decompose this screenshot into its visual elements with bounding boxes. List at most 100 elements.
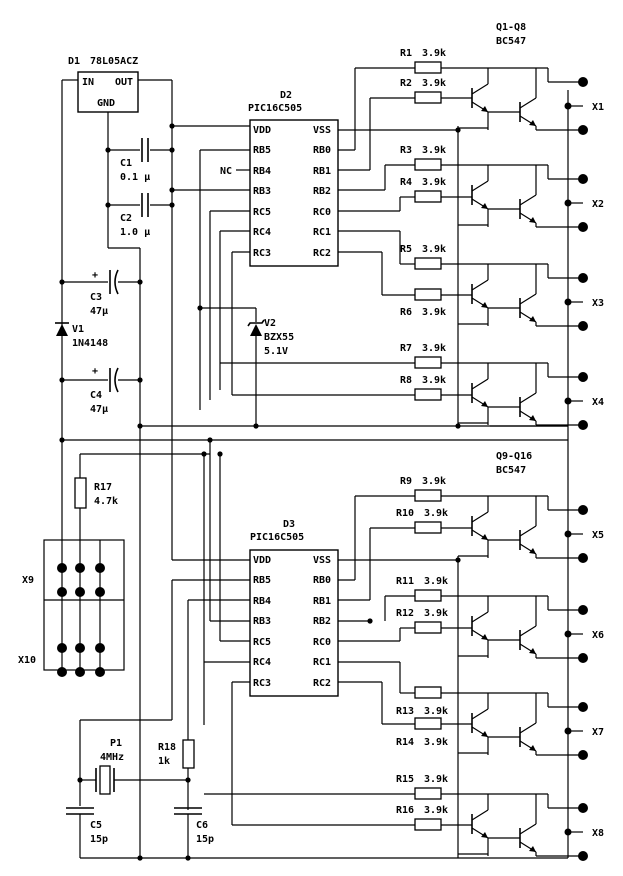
v2-ref: V2 [264, 318, 276, 329]
junction-dot [137, 423, 143, 429]
r11-value: 3.9k [424, 576, 448, 587]
output-terminal: X4 [564, 372, 604, 430]
r17-value: 4.7k [94, 496, 118, 507]
d2-pin-rc0: RC0 [313, 207, 331, 218]
c4-plus: + [92, 366, 98, 377]
r7-value: 3.9k [422, 343, 446, 354]
transistor-pair [458, 595, 583, 659]
r6-value: 3.9k [422, 307, 446, 318]
c6-ref: C6 [196, 820, 208, 831]
c5-ref: C5 [90, 820, 102, 831]
junction-dot [169, 147, 175, 153]
junction-dot [137, 377, 143, 383]
resistor-r14 [414, 717, 442, 730]
r17-ref: R17 [94, 482, 112, 493]
regulator-pin-gnd: GND [97, 98, 115, 109]
output-terminal: X2 [564, 174, 604, 232]
c3-plus: + [92, 270, 98, 281]
junction-dot [169, 202, 175, 208]
junction-dot [105, 202, 111, 208]
r14-value: 3.9k [424, 737, 448, 748]
jumper-pin [57, 667, 67, 677]
resistor-r4 [414, 190, 442, 203]
junction-dot [105, 147, 111, 153]
r12-ref: R12 [396, 608, 414, 619]
r15-value: 3.9k [424, 774, 448, 785]
d2-pin-rb2: RB2 [313, 186, 331, 197]
d3-pin-vss: VSS [313, 555, 331, 566]
jumper-x10-label: X10 [18, 655, 36, 666]
jumper-pin [95, 667, 105, 677]
r7-ref: R7 [400, 343, 412, 354]
resistor-r15 [414, 787, 442, 800]
resistor-r7 [414, 356, 442, 369]
output-label: X4 [592, 397, 604, 408]
r6-ref: R6 [400, 307, 412, 318]
junction-dot [77, 777, 83, 783]
jumper-pin [57, 643, 67, 653]
r3-ref: R3 [400, 145, 412, 156]
output-terminal: X3 [564, 273, 604, 331]
chip-d3: D3 PIC16C505 VDD RB5 RB4 RB3 RC5 RC4 RC3… [171, 440, 458, 825]
bus-lines [61, 80, 569, 859]
d3-part: PIC16C505 [250, 532, 304, 543]
jumper-pin [57, 587, 67, 597]
crystal-p1 [99, 765, 111, 795]
d2-pin-rb0: RB0 [313, 145, 331, 156]
resistor-r9 [414, 489, 442, 502]
v2-voltage: 5.1V [264, 346, 288, 357]
d2-part: PIC16C505 [248, 103, 302, 114]
zener-v2: V2 BZX55 5.1V [200, 307, 294, 426]
d3-pin-rc5: RC5 [253, 637, 271, 648]
d2-pin-rc5: RC5 [253, 207, 271, 218]
jumper-pin [95, 587, 105, 597]
r16-value: 3.9k [424, 805, 448, 816]
d3-pin-rc1: RC1 [313, 657, 331, 668]
capacitors-c1-c2: C1 0.1 µ C2 1.0 µ [108, 138, 172, 238]
junction-dot [197, 305, 203, 311]
junction-dot [169, 187, 175, 193]
r8-value: 3.9k [422, 375, 446, 386]
d2-nc-label: NC [220, 166, 232, 177]
r12-value: 3.9k [424, 608, 448, 619]
output-terminal: X8 [564, 803, 604, 861]
junction-dot [217, 451, 223, 457]
jumper-pin [75, 587, 85, 597]
jumper-pin [95, 563, 105, 573]
junction-dot [207, 437, 213, 443]
output-terminal: X1 [564, 77, 604, 135]
c1-ref: C1 [120, 158, 132, 169]
resistor-r2 [414, 91, 442, 104]
d2-pin-rc2: RC2 [313, 248, 331, 259]
transistor-array [458, 67, 583, 857]
d3-pin-rb3: RB3 [253, 616, 271, 627]
c4-ref: C4 [90, 390, 102, 401]
resistor-r17 [74, 477, 87, 509]
transistor-pair [458, 164, 583, 228]
junction-dot [253, 423, 259, 429]
jumper-pin [57, 563, 67, 573]
r10-ref: R10 [396, 508, 414, 519]
regulator-ref: D1 [68, 56, 80, 67]
resistor-r3 [414, 158, 442, 171]
d3-pin-rb2: RB2 [313, 616, 331, 627]
output-label: X1 [592, 102, 604, 113]
jumper-pins [57, 563, 105, 677]
r1-ref: R1 [400, 48, 412, 59]
r9-value: 3.9k [422, 476, 446, 487]
regulator-pin-in: IN [82, 77, 94, 88]
resistor-r6 [414, 288, 442, 301]
r8-ref: R8 [400, 375, 412, 386]
regulator-d1: D1 78L05ACZ IN OUT GND [62, 56, 250, 560]
d3-pin-rb0: RB0 [313, 575, 331, 586]
d3-pin-rc4: RC4 [253, 657, 271, 668]
junction-dot [137, 855, 143, 861]
jumper-pin [75, 563, 85, 573]
d3-pin-rc0: RC0 [313, 637, 331, 648]
c1-value: 0.1 µ [120, 172, 150, 183]
d3-ref: D3 [283, 519, 295, 530]
junction-dot [59, 279, 65, 285]
d2-pin-rb4: RB4 [253, 166, 271, 177]
resistor-r11 [414, 589, 442, 602]
c5-value: 15p [90, 834, 108, 845]
